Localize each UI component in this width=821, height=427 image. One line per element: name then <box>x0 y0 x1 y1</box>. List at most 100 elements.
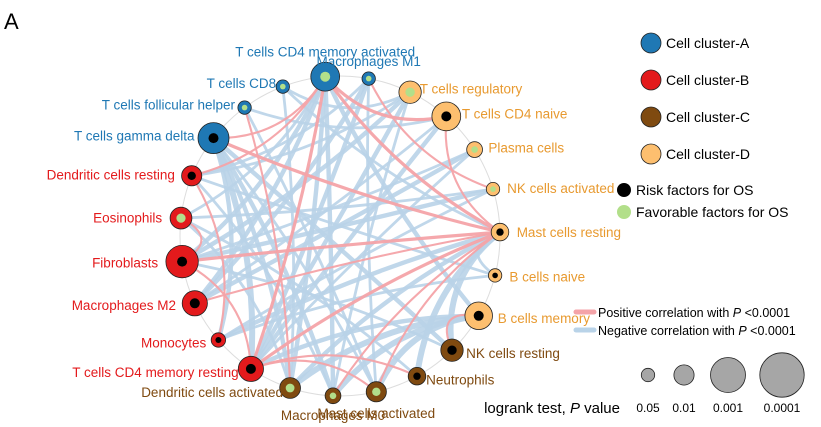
positive-correlation-edge <box>243 106 292 390</box>
panel-label: A <box>4 9 19 34</box>
negative-correlation-edge <box>179 90 413 264</box>
positive-correlation-edge <box>375 231 502 393</box>
legend-cell-cluster-b-swatch <box>640 69 662 91</box>
risk-factor-dot <box>177 256 188 267</box>
node-t-cells-cd4-memory-activated <box>310 61 341 92</box>
node-label-mast-cells-activated: Mast cells activated <box>317 406 435 421</box>
negative-correlation-edge <box>243 106 448 130</box>
node-label-t-cells-regulatory: T cells regulatory <box>420 82 523 97</box>
negative-correlation-edge <box>179 74 328 264</box>
risk-factor-dot <box>189 298 200 309</box>
scale-circle <box>640 367 656 383</box>
node-label-plasma-cells: Plasma cells <box>488 140 564 155</box>
negative-correlation-edge <box>192 74 328 306</box>
node-label-eosinophils: Eosinophils <box>93 211 162 226</box>
risk-factor-dot <box>215 337 222 343</box>
favorable-factor-dot <box>405 87 415 97</box>
node-label-macrophages-m1: Macrophages M1 <box>317 54 421 69</box>
node-label-nk-cells-activated: NK cells activated <box>507 181 614 196</box>
node-label-nk-cells-resting: NK cells resting <box>466 346 560 361</box>
positive-correlation-edge <box>323 75 502 234</box>
scale-tick-label: 0.0001 <box>764 401 801 415</box>
node-label-neutrophils: Neutrophils <box>426 373 495 388</box>
node-label-fibroblasts: Fibroblasts <box>92 255 158 270</box>
legend-cell-cluster-a-label: Cell cluster-A <box>666 35 750 51</box>
node-neutrophils <box>407 367 427 386</box>
scale-tick-label: 0.01 <box>672 401 696 415</box>
positive-correlation-edge <box>249 230 502 371</box>
node-label-dendritic-cells-activated: Dendritic cells activated <box>141 385 283 400</box>
node-eosinophils <box>169 206 193 230</box>
negative-correlation-edge <box>373 312 482 395</box>
scale-tick-label: 0.05 <box>636 401 660 415</box>
node-label-b-cells-naive: B cells naive <box>509 269 585 284</box>
positive-correlation-edge <box>193 231 502 305</box>
node-label-macrophages-m0: Macrophages M0 <box>281 408 385 423</box>
scale-circle <box>673 364 695 386</box>
favorable-factor-dot <box>320 71 331 82</box>
node-fibroblasts <box>165 245 199 279</box>
risk-factor-dot <box>208 133 219 144</box>
positive-correlation-edge <box>190 174 226 342</box>
node-dendritic-cells-resting <box>181 165 203 187</box>
node-macrophages-m0 <box>324 387 342 405</box>
node-mast-cells-resting <box>490 222 510 242</box>
negative-correlation-edge <box>414 229 503 380</box>
node-label-macrophages-m2: Macrophages M2 <box>72 298 176 313</box>
scale-title: logrank test, P value <box>484 400 620 417</box>
node-label-dendritic-cells-resting: Dendritic cells resting <box>47 167 175 182</box>
favorable-factor-dot <box>372 387 381 396</box>
positive-correlation-edge <box>323 75 448 122</box>
node-label-t-cells-cd4-memory-resting: T cells CD4 memory resting <box>72 365 238 380</box>
node-plasma-cells <box>466 141 483 158</box>
node-label-t-cells-cd4-memory-activated: T cells CD4 memory activated <box>235 44 415 59</box>
node-t-cells-cd8 <box>275 79 290 94</box>
legend-cell-cluster-a-swatch <box>640 32 662 54</box>
positive-correlation-edge <box>331 231 502 397</box>
legend-positive_edge-label: Positive correlation with P <0.0001 <box>598 306 790 320</box>
node-label-monocytes: Monocytes <box>141 336 207 351</box>
node-t-cells-gamma-delta <box>197 122 230 155</box>
node-macrophages-m2 <box>181 290 208 317</box>
negative-correlation-edge <box>281 85 412 110</box>
node-nk-cells-activated <box>485 182 501 197</box>
node-monocytes <box>210 332 226 348</box>
risk-factor-dot <box>447 345 457 355</box>
node-label-t-cells-cd8: T cells CD8 <box>207 76 277 91</box>
negative-correlation-edge <box>248 90 413 372</box>
node-b-cells-memory <box>464 301 493 331</box>
scale-circle <box>710 357 746 393</box>
positive-correlation-edge <box>444 115 502 234</box>
node-t-cells-regulatory <box>398 80 422 104</box>
risk-factor-dot <box>473 310 484 321</box>
scale-tick-label: 0.001 <box>713 401 743 415</box>
favorable-factor-dot <box>365 75 372 82</box>
risk-factor-dot <box>245 363 256 374</box>
legend-risk-swatch <box>617 183 631 197</box>
node-label-t-cells-gamma-delta: T cells gamma delta <box>74 129 195 144</box>
risk-factor-dot <box>187 171 196 180</box>
legend-cell-cluster-c-label: Cell cluster-C <box>666 109 750 125</box>
scale-circle <box>759 352 805 398</box>
legend-negative_edge-label: Negative correlation with P <0.0001 <box>598 324 796 338</box>
negative-correlation-edge <box>323 74 481 318</box>
node-label-t-cells-cd4-naive: T cells CD4 naive <box>462 107 568 122</box>
cell-type-nodes <box>165 61 510 405</box>
node-macrophages-m1 <box>361 71 376 86</box>
negative-correlation-edge <box>287 229 503 391</box>
risk-factor-dot <box>496 228 504 236</box>
node-t-cells-follicular-helper <box>237 100 252 115</box>
favorable-factor-dot <box>280 83 286 90</box>
node-label-t-cells-follicular-helper: T cells follicular helper <box>102 97 236 112</box>
node-dendritic-cells-activated <box>279 377 301 399</box>
negative-correlation-edge <box>281 85 502 234</box>
favorable-factor-dot <box>329 392 337 400</box>
legend-favorable-swatch <box>617 205 631 219</box>
favorable-factor-dot <box>241 104 248 111</box>
node-t-cells-cd4-naive <box>431 101 462 132</box>
pvalue-size-scale: 0.05 0.01 0.001 0.0001 logrank test, P value <box>484 352 805 417</box>
legend-cell-cluster-d-swatch <box>640 143 662 165</box>
node-label-mast-cells-resting: Mast cells resting <box>517 225 621 240</box>
